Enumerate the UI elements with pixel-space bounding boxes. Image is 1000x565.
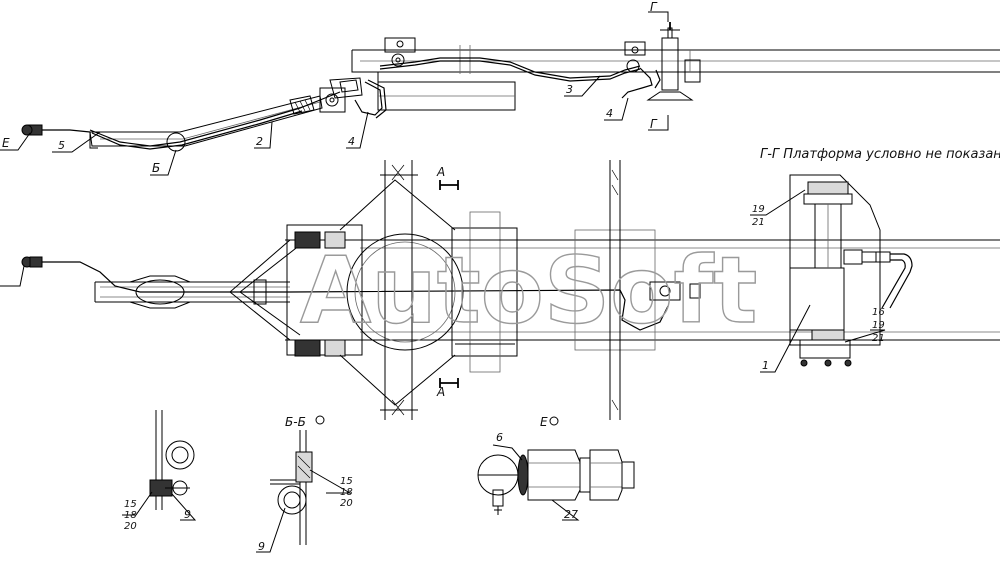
label-21-bottom: 21 (872, 333, 885, 344)
label-e-main: Е (2, 136, 10, 150)
watermark: AutoSoft (300, 237, 757, 344)
label-18-left: 18 (124, 510, 137, 521)
label-g-bottom: Г (650, 117, 658, 131)
label-3: 3 (566, 83, 573, 96)
label-a-bottom: А (436, 385, 445, 399)
label-9-bb: 9 (258, 540, 265, 553)
label-16: 16 (872, 307, 885, 318)
side-view (21, 22, 1000, 152)
label-27: 27 (564, 508, 578, 521)
view-e (477, 416, 635, 515)
label-19-bottom: 19 (872, 320, 885, 331)
label-18-bb: 18 (340, 487, 353, 498)
label-20-bb: 20 (340, 498, 353, 509)
label-4-right: 4 (606, 107, 613, 120)
view-bb (270, 415, 325, 545)
label-1: 1 (762, 359, 769, 372)
label-20-left: 20 (124, 521, 137, 532)
label-15-bb: 15 (340, 476, 353, 487)
section-gg (789, 174, 913, 367)
label-19-top: 19 (752, 204, 765, 215)
label-2: 2 (256, 135, 263, 148)
label-b-main: Б (152, 161, 160, 175)
view-e-title: Е (540, 415, 548, 429)
label-a-top: А (436, 165, 445, 179)
label-21-top: 21 (752, 217, 765, 228)
label-4-left: 4 (348, 135, 355, 148)
leader-lines (0, 11, 886, 553)
section-gg-title: Г-Г Платформа условно не показана (760, 147, 1000, 162)
detail-left (149, 410, 195, 510)
label-9-left: 9 (184, 508, 191, 521)
plan-view (21, 160, 1000, 420)
label-g-top: Г (650, 0, 658, 14)
label-6: 6 (496, 431, 503, 444)
view-bb-title: Б-Б (285, 415, 306, 429)
label-15-left: 15 (124, 499, 137, 510)
label-5: 5 (58, 139, 65, 152)
